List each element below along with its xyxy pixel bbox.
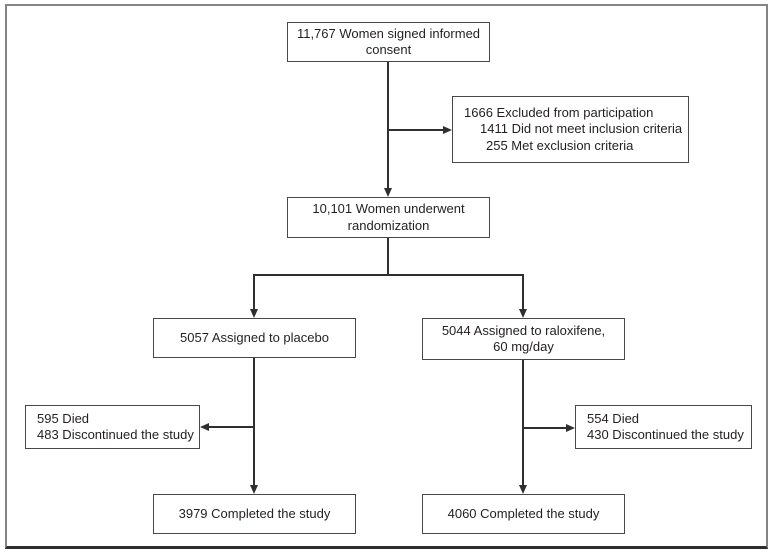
box-text-line: 4060 Completed the study [447, 505, 600, 521]
connector-to-died-placebo [207, 426, 255, 428]
box-text-line: 11,767 Women signed informed [296, 25, 481, 41]
box-assigned-raloxifene: 5044 Assigned to raloxifene, 60 mg/day [422, 318, 625, 360]
box-text-line: 255 Met exclusion criteria [486, 137, 634, 153]
box-text-line: 595 Died [37, 410, 90, 426]
box-text-line: randomization [347, 217, 430, 233]
box-completed-placebo-arm: 3979 Completed the study [153, 494, 356, 534]
arrowhead-down-icon [249, 309, 258, 318]
connector-randomization-stem [387, 238, 389, 276]
arrowhead-right-icon [566, 423, 575, 432]
box-died-placebo-arm: 595 Died 483 Discontinued the study [25, 405, 200, 449]
arrowhead-left-icon [200, 422, 209, 431]
box-text-line: consent [365, 42, 412, 57]
box-text-line: 3979 Completed the study [178, 505, 331, 521]
box-text-line: 554 Died [587, 410, 640, 426]
box-completed-raloxifene-arm: 4060 Completed the study [422, 494, 625, 534]
connector-to-raloxifene [522, 274, 524, 310]
arrowhead-down-icon [518, 309, 527, 318]
box-text-line: 1411 Did not meet inclusion criteria [480, 121, 683, 137]
connector-raloxifene-to-completed [522, 360, 524, 487]
connector-to-died-raloxifene [522, 427, 567, 429]
box-text-line: 5044 Assigned to raloxifene, [441, 322, 606, 338]
box-signed-consent: 11,767 Women signed informed consent [287, 22, 490, 62]
box-text-line: 1666 Excluded from participation [464, 104, 654, 120]
arrowhead-down-icon [249, 485, 258, 494]
box-excluded: 1666 Excluded from participation 1411 Di… [452, 96, 689, 163]
connector-split-bar [253, 274, 524, 276]
connector-consent-to-randomization [387, 62, 389, 190]
box-text-line: 10,101 Women underwent [312, 201, 465, 216]
box-died-raloxifene-arm: 554 Died 430 Discontinued the study [575, 405, 752, 449]
figure-border [5, 4, 768, 549]
box-text-line: 430 Discontinued the study [587, 427, 744, 442]
connector-to-excluded [387, 129, 444, 131]
box-text-line: 5057 Assigned to placebo [180, 329, 329, 345]
box-text-line: 60 mg/day [493, 339, 554, 354]
arrowhead-down-icon [518, 485, 527, 494]
connector-placebo-to-completed [253, 358, 255, 487]
box-text-line: 483 Discontinued the study [37, 427, 194, 442]
box-assigned-placebo: 5057 Assigned to placebo [153, 318, 356, 358]
connector-to-placebo [253, 274, 255, 310]
arrowhead-down-icon [383, 188, 392, 197]
arrowhead-right-icon [443, 125, 452, 134]
box-randomization: 10,101 Women underwent randomization [287, 197, 490, 238]
